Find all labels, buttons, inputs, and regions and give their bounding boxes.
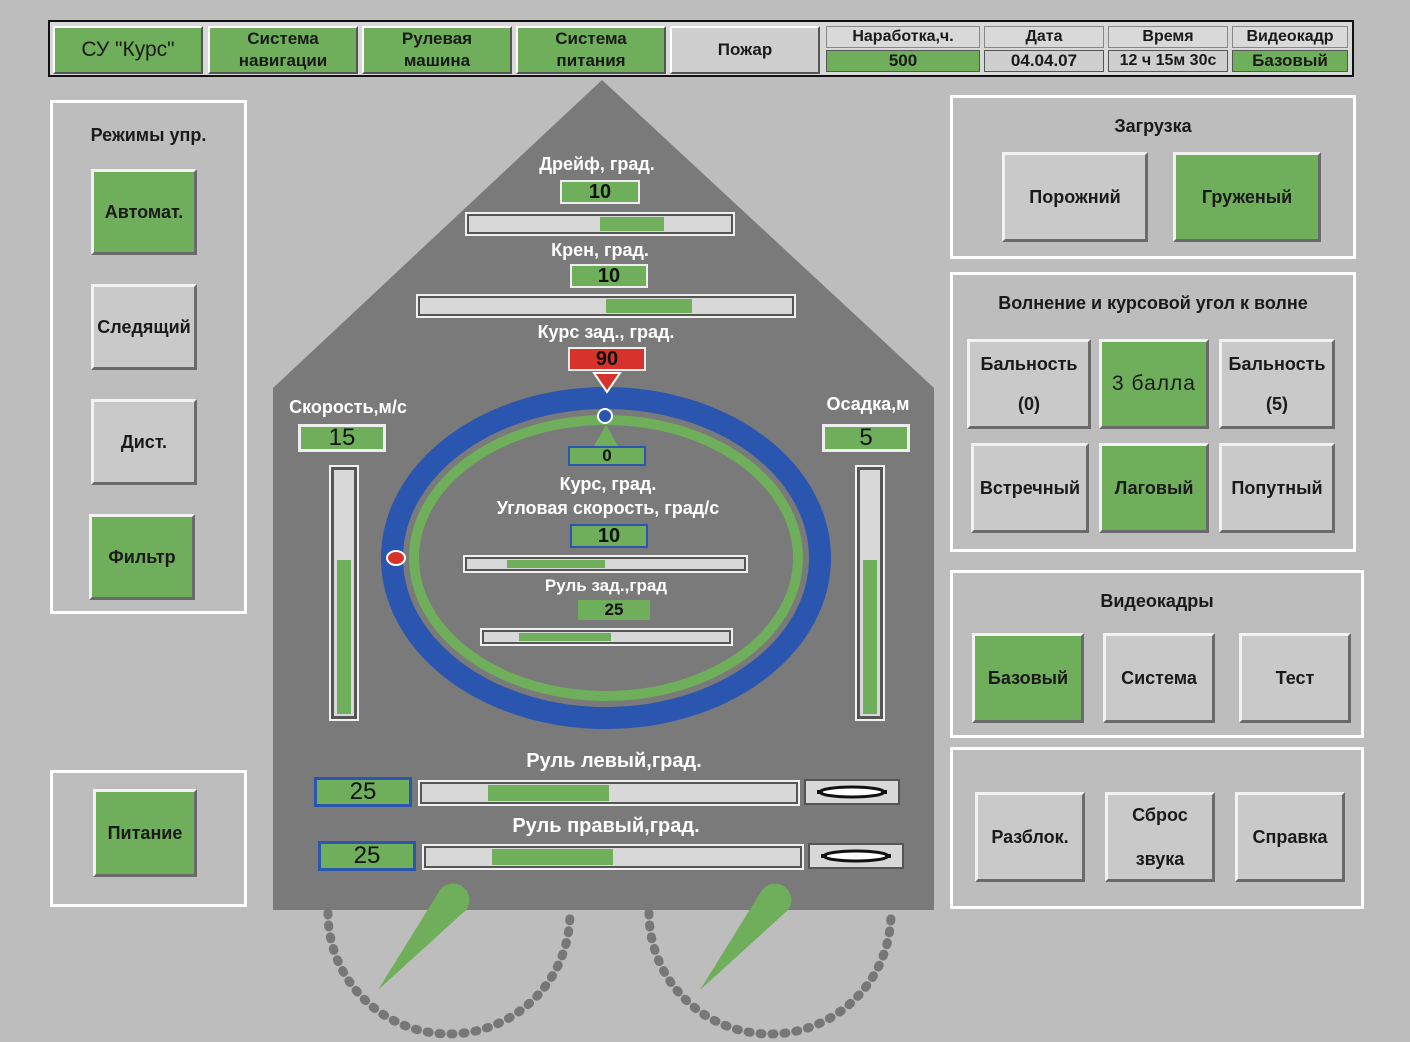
rudder-set-value: 25 <box>578 600 650 620</box>
draft-value: 5 <box>822 424 910 452</box>
rudder-set-bar-fill <box>519 633 612 641</box>
heel-bar-fill <box>606 299 693 313</box>
waves-panel: Волнение и курсовой угол к волне Бальнос… <box>950 272 1356 552</box>
mode-filter-button[interactable]: Фильтр <box>89 514 195 600</box>
left-rudder-needle-icon <box>378 883 470 990</box>
right-rudder-dial <box>644 883 896 1039</box>
course-pointer-icon <box>594 425 618 446</box>
angular-speed-bar-fill <box>507 560 606 568</box>
heel-bar <box>416 294 796 318</box>
videoframes-title: Видеокадры <box>1100 591 1214 611</box>
draft-gauge-fill <box>863 560 877 714</box>
rudder-set-bar <box>480 628 733 646</box>
videoframes-panel: Видеокадры Базовый Система Тест <box>950 570 1364 738</box>
unlock-button[interactable]: Разблок. <box>975 792 1085 882</box>
rudder-right-value: 25 <box>318 841 416 871</box>
draft-gauge <box>855 465 885 721</box>
mode-auto-button[interactable]: Автомат. <box>91 169 197 255</box>
app-title: СУ "Курс" <box>53 26 203 74</box>
course-value: 0 <box>568 446 646 466</box>
course-set-label: Курс зад., град. <box>537 322 675 342</box>
drift-value: 10 <box>560 180 640 204</box>
angular-speed-bar <box>463 555 748 573</box>
heel-label: Крен, град. <box>551 240 649 260</box>
draft-label: Осадка,м <box>826 394 910 414</box>
rudder-left-mode-button[interactable] <box>804 779 900 805</box>
course-set-pointer-icon <box>592 372 622 394</box>
wave-grade-0-button[interactable]: Бальность(0) <box>967 339 1091 429</box>
wave-grade-5-button[interactable]: Бальность(5) <box>1219 339 1335 429</box>
left-rudder-dial <box>323 883 575 1039</box>
drift-bar <box>465 212 735 236</box>
drift-label: Дрейф, град. <box>539 154 655 174</box>
angular-speed-value: 10 <box>570 524 648 548</box>
date-value: 04.04.07 <box>984 50 1104 72</box>
rudder-left-label: Руль левый,град. <box>526 750 702 772</box>
frame-system-button[interactable]: Система <box>1103 633 1215 723</box>
loading-empty-button[interactable]: Порожний <box>1002 152 1148 242</box>
heel-value: 10 <box>570 264 648 288</box>
course-marker <box>597 408 613 424</box>
waves-title: Волнение и курсовой угол к волне <box>998 293 1308 313</box>
rudder-left-value: 25 <box>314 777 412 807</box>
frame-basic-button[interactable]: Базовый <box>972 633 1084 723</box>
control-modes-title: Режимы упр. <box>90 125 207 145</box>
frame-label: Видеокадр <box>1232 26 1348 48</box>
rudder-right-bar <box>422 844 804 870</box>
loading-loaded-button[interactable]: Груженый <box>1173 152 1321 242</box>
mode-follow-button[interactable]: Следящий <box>91 284 197 370</box>
mode-remote-button[interactable]: Дист. <box>91 399 197 485</box>
wave-beam-button[interactable]: Лаговый <box>1099 443 1209 533</box>
power-panel: Питание <box>50 770 247 907</box>
drift-bar-fill <box>600 217 664 231</box>
right-rudder-dial-track <box>644 908 896 1039</box>
control-modes-panel: Режимы упр. Автомат. Следящий Дист. Филь… <box>50 100 247 614</box>
angular-speed-label: Угловая скорость, град/с <box>496 498 720 518</box>
power-button[interactable]: Питание <box>93 789 197 877</box>
rudder-set-label: Руль зад.,град <box>544 576 668 595</box>
rudder-right-mode-button[interactable] <box>808 843 904 869</box>
course-set-marker <box>386 550 406 566</box>
speed-value: 15 <box>298 424 386 452</box>
wave-head-button[interactable]: Встречный <box>971 443 1089 533</box>
wave-grade-3-button[interactable]: 3 балла <box>1099 339 1209 429</box>
fire-indicator[interactable]: Пожар <box>670 26 820 74</box>
runtime-value: 500 <box>826 50 980 72</box>
rudder-left-oval-icon <box>817 785 887 799</box>
speed-gauge <box>329 465 359 721</box>
rudder-left-bar-fill <box>488 785 609 801</box>
rudder-left-bar <box>418 780 800 806</box>
loading-panel: Загрузка Порожний Груженый <box>950 95 1356 259</box>
time-value: 12 ч 15м 30с <box>1108 50 1228 72</box>
wave-following-button[interactable]: Попутный <box>1219 443 1335 533</box>
rudder-right-oval-icon <box>821 849 891 863</box>
frame-test-button[interactable]: Тест <box>1239 633 1351 723</box>
course-set-value: 90 <box>568 347 646 371</box>
loading-title: Загрузка <box>1114 116 1192 136</box>
rudder-right-label: Руль правый,град. <box>512 815 700 837</box>
date-label: Дата <box>984 26 1104 48</box>
help-button[interactable]: Справка <box>1235 792 1345 882</box>
rudder-right-bar-fill <box>492 849 613 865</box>
course-label: Курс, град. <box>559 474 657 494</box>
ship-hull-shape <box>273 80 934 910</box>
speed-label: Скорость,м/с <box>289 397 407 417</box>
left-rudder-dial-track <box>323 908 575 1039</box>
time-label: Время <box>1108 26 1228 48</box>
runtime-label: Наработка,ч. <box>826 26 980 48</box>
frame-value: Базовый <box>1232 50 1348 72</box>
speed-gauge-fill <box>337 560 351 714</box>
right-rudder-needle-icon <box>700 883 792 990</box>
